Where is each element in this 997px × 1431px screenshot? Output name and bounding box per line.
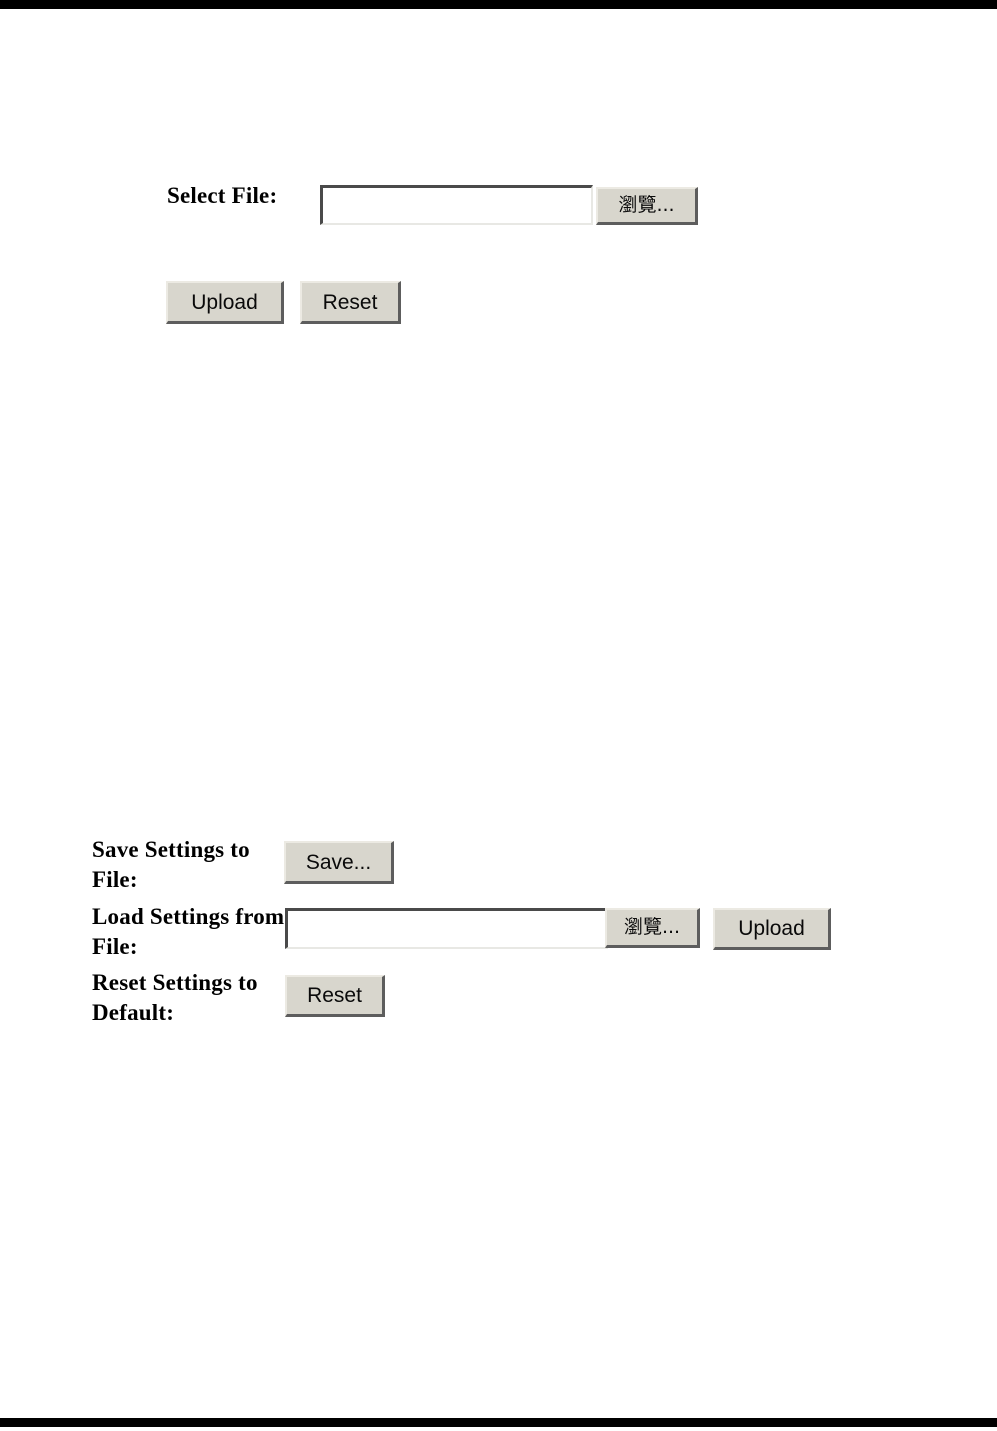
reset-settings-button[interactable]: Reset	[285, 975, 385, 1017]
select-file-browse-button[interactable]: 瀏覽...	[596, 187, 698, 225]
load-settings-browse-button[interactable]: 瀏覽...	[605, 908, 700, 948]
select-file-label: Select File:	[167, 183, 278, 208]
load-settings-file-input[interactable]	[285, 908, 608, 949]
load-settings-upload-button[interactable]: Upload	[713, 908, 831, 950]
reset-button[interactable]: Reset	[300, 281, 401, 324]
reset-settings-to-default-label: Reset Settings to Default:	[92, 970, 258, 1025]
page-bottom-rule	[0, 1418, 997, 1427]
upload-button[interactable]: Upload	[166, 281, 284, 324]
load-settings-from-file-label: Load Settings from File:	[92, 904, 285, 959]
select-file-input[interactable]	[320, 185, 593, 225]
save-settings-to-file-label: Save Settings to File:	[92, 837, 250, 892]
page-top-rule	[0, 0, 997, 9]
save-settings-button[interactable]: Save...	[284, 841, 394, 884]
